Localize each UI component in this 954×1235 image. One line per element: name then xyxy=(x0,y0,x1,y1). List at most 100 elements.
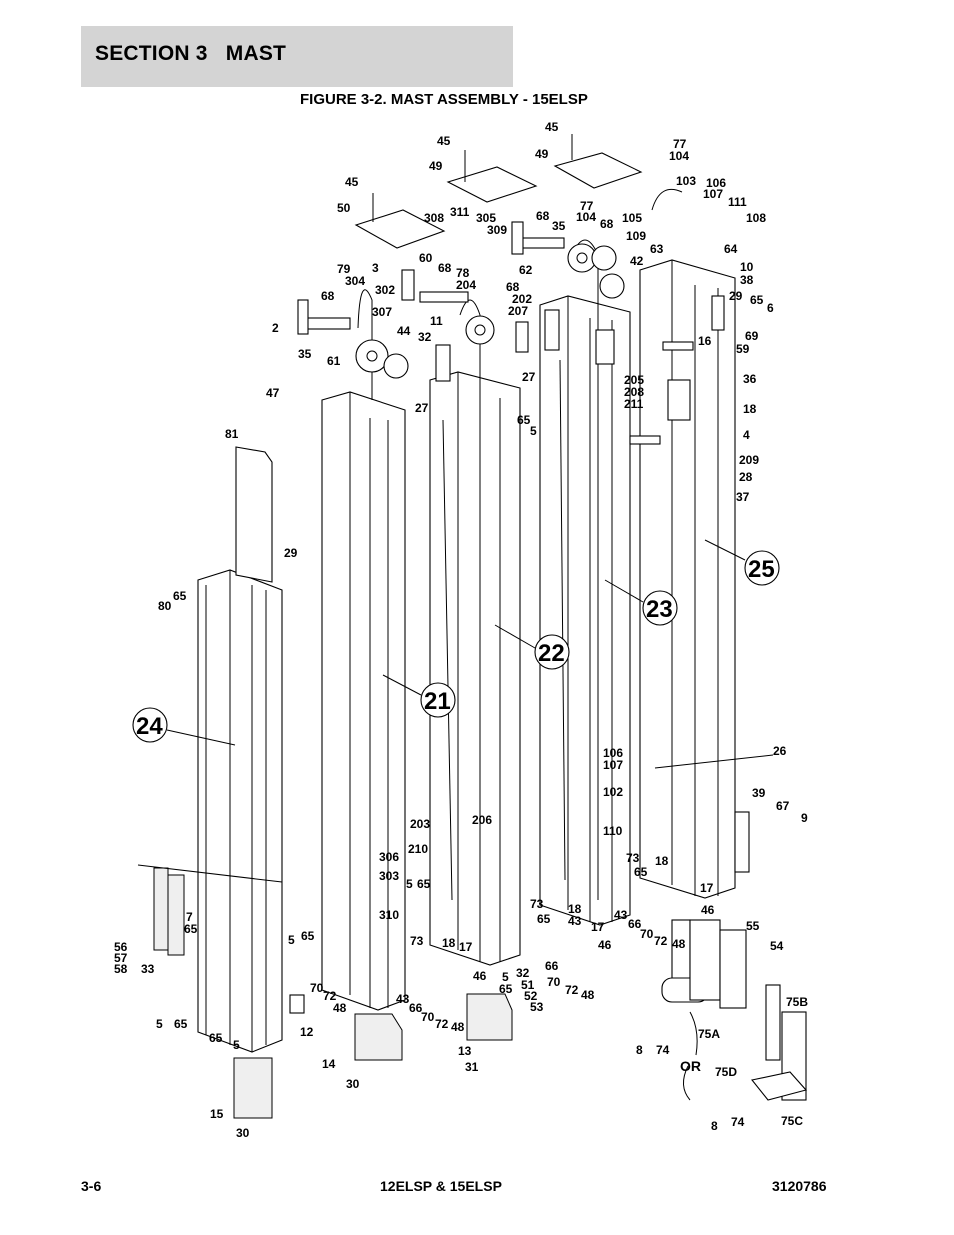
callout-65: 65 xyxy=(517,413,531,427)
plate-50 xyxy=(354,209,446,249)
callout-79: 79 xyxy=(337,262,351,276)
callout-32: 32 xyxy=(418,330,432,344)
callout-204: 204 xyxy=(456,278,476,292)
callout-5: 5 xyxy=(406,877,413,891)
callout-5: 5 xyxy=(233,1038,240,1052)
sheave-42 xyxy=(599,273,625,299)
callout-58: 58 xyxy=(114,962,128,976)
block-4 xyxy=(667,379,691,421)
callout-29: 29 xyxy=(284,546,298,560)
bracket-3 xyxy=(401,269,415,301)
callout-18: 18 xyxy=(568,902,582,916)
callout-27: 27 xyxy=(415,401,429,415)
callout-3: 3 xyxy=(372,261,379,275)
callout-49: 49 xyxy=(535,147,549,161)
callout-5: 5 xyxy=(288,933,295,947)
callout-72: 72 xyxy=(435,1017,449,1031)
callout-18: 18 xyxy=(442,936,456,950)
block-32 xyxy=(435,344,451,382)
callout-78: 78 xyxy=(456,266,470,280)
callout-111: 111 xyxy=(728,195,747,209)
callout-74: 74 xyxy=(731,1115,745,1129)
callout-55: 55 xyxy=(746,919,760,933)
callout-70: 70 xyxy=(310,981,324,995)
callout-27: 27 xyxy=(522,370,536,384)
callout-12: 12 xyxy=(300,1025,314,1039)
plate-55 xyxy=(689,919,721,1001)
callout-13: 13 xyxy=(458,1044,472,1058)
callout-32: 32 xyxy=(516,966,530,980)
callout-65: 65 xyxy=(209,1031,223,1045)
callout-36: 36 xyxy=(743,372,757,386)
callout-17: 17 xyxy=(459,940,473,954)
bracket-32 xyxy=(515,321,529,353)
pin-36 xyxy=(662,341,694,351)
callout-66: 66 xyxy=(628,917,642,931)
callout-68: 68 xyxy=(536,209,550,223)
callout-44: 44 xyxy=(397,324,411,338)
callout-75A: 75A xyxy=(698,1027,720,1041)
callout-24: 24 xyxy=(136,713,163,740)
callout-37: 37 xyxy=(736,490,750,504)
callout-310: 310 xyxy=(379,908,399,922)
callout-43: 43 xyxy=(614,908,628,922)
callout-70: 70 xyxy=(640,927,654,941)
callout-306: 306 xyxy=(379,850,399,864)
foot-13 xyxy=(466,993,513,1041)
callout-210: 210 xyxy=(408,842,428,856)
callout-45: 45 xyxy=(545,120,559,134)
callout-54: 54 xyxy=(770,939,784,953)
bracket-33b xyxy=(167,874,185,956)
callout-31: 31 xyxy=(465,1060,479,1074)
callout-45: 45 xyxy=(437,134,451,148)
callout-circle-22 xyxy=(534,634,570,670)
callout-59: 59 xyxy=(736,342,750,356)
foot-15 xyxy=(233,1057,273,1119)
shaft-35 xyxy=(304,317,351,330)
pin-37 xyxy=(629,435,661,445)
callout-65: 65 xyxy=(537,912,551,926)
callout-205: 205 xyxy=(624,373,644,387)
callout-203: 203 xyxy=(410,817,430,831)
callout-42: 42 xyxy=(630,254,644,268)
callout-5: 5 xyxy=(502,970,509,984)
callout-63: 63 xyxy=(650,242,664,256)
callout-67: 67 xyxy=(776,799,790,813)
callout-68: 68 xyxy=(600,217,614,231)
callout-107: 107 xyxy=(603,758,623,772)
callout-64: 64 xyxy=(724,242,738,256)
plate-54 xyxy=(719,929,747,1009)
callout-30: 30 xyxy=(236,1126,250,1140)
sheave-44 xyxy=(383,353,409,379)
callout-65: 65 xyxy=(417,877,431,891)
callout-9: 9 xyxy=(801,811,808,825)
callout-209: 209 xyxy=(739,453,759,467)
section-name: MAST xyxy=(225,42,287,65)
callout-103: 103 xyxy=(676,174,696,188)
plate-49-left xyxy=(446,166,538,203)
callout-48: 48 xyxy=(333,1001,347,1015)
callout-8: 8 xyxy=(711,1119,718,1133)
callout-77: 77 xyxy=(673,137,687,151)
callout-circle-23 xyxy=(642,590,678,626)
callout-51: 51 xyxy=(521,978,535,992)
model-name: 12ELSP & 15ELSP xyxy=(380,1178,502,1194)
callout-35: 35 xyxy=(298,347,312,361)
callout-108: 108 xyxy=(746,211,766,225)
section-number: SECTION 3 xyxy=(95,42,208,65)
bracket-29 xyxy=(711,295,725,331)
callout-73: 73 xyxy=(530,897,544,911)
callout-68: 68 xyxy=(506,280,520,294)
callout-53: 53 xyxy=(530,1000,544,1014)
callout-21: 21 xyxy=(424,688,451,715)
callout-5: 5 xyxy=(530,424,537,438)
cylinder-rod-75B xyxy=(765,984,781,1061)
callout-43: 43 xyxy=(396,992,410,1006)
callout-69: 69 xyxy=(745,329,759,343)
callout-73: 73 xyxy=(626,851,640,865)
callout-75B: 75B xyxy=(786,995,808,1009)
bracket-33a xyxy=(153,867,169,951)
callout-7: 7 xyxy=(186,910,193,924)
callout-48: 48 xyxy=(451,1020,465,1034)
